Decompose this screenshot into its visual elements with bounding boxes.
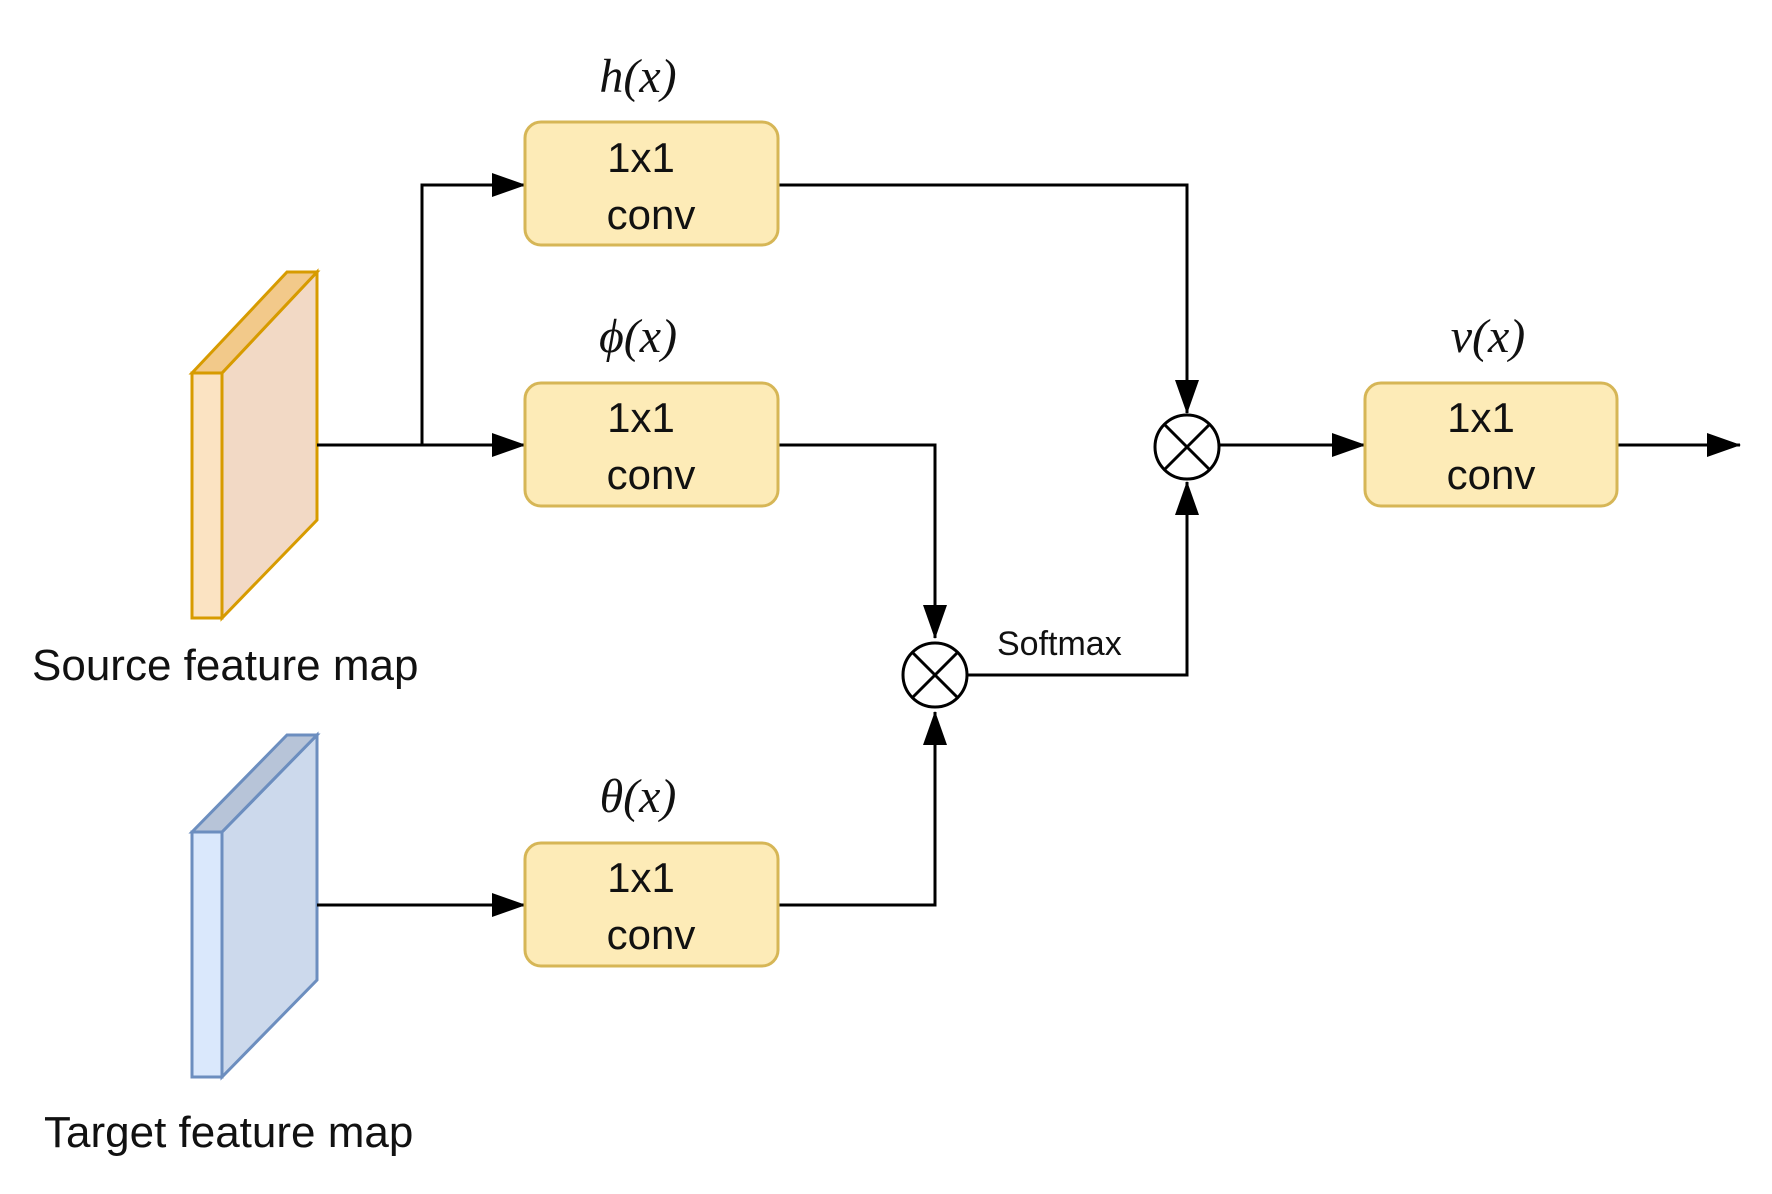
source-feature-map-label: Source feature map	[32, 641, 418, 690]
v-conv-title: v(x)	[1451, 310, 1526, 363]
phi-conv-line1: 1x1	[607, 394, 675, 441]
h-conv-line1: 1x1	[607, 134, 675, 181]
multiply-node-upper	[1153, 413, 1221, 481]
theta-conv-line2: conv	[607, 911, 696, 958]
theta-conv-title: θ(x)	[600, 770, 677, 823]
source-map-front-face	[190, 371, 224, 620]
target-feature-map-label: Target feature map	[44, 1108, 413, 1157]
v-conv-box	[1363, 381, 1619, 508]
h-conv-title: h(x)	[599, 50, 676, 103]
arrow-to-h-conv	[420, 173, 526, 445]
arrow-h-to-multiply	[778, 183, 1199, 414]
theta-conv-line1: 1x1	[607, 854, 675, 901]
arrow-phi-to-multiply	[778, 443, 947, 639]
multiply-node-lower	[901, 641, 969, 709]
arrow-softmax-to-multiply	[968, 481, 1199, 677]
target-feature-map	[188, 731, 321, 1081]
h-conv-line2: conv	[607, 191, 696, 238]
theta-conv-box	[523, 841, 780, 968]
target-map-front-face	[190, 830, 224, 1079]
v-conv-line2: conv	[1447, 451, 1536, 498]
arrow-theta-to-multiply	[778, 711, 947, 907]
v-conv-line1: 1x1	[1447, 394, 1515, 441]
phi-conv-line2: conv	[607, 451, 696, 498]
phi-conv-title: ϕ(x)	[599, 310, 677, 363]
phi-conv-box	[523, 381, 780, 508]
source-feature-map	[188, 268, 321, 622]
connectors	[317, 173, 1741, 917]
softmax-label: Softmax	[997, 625, 1122, 663]
h-conv-box	[523, 120, 780, 247]
